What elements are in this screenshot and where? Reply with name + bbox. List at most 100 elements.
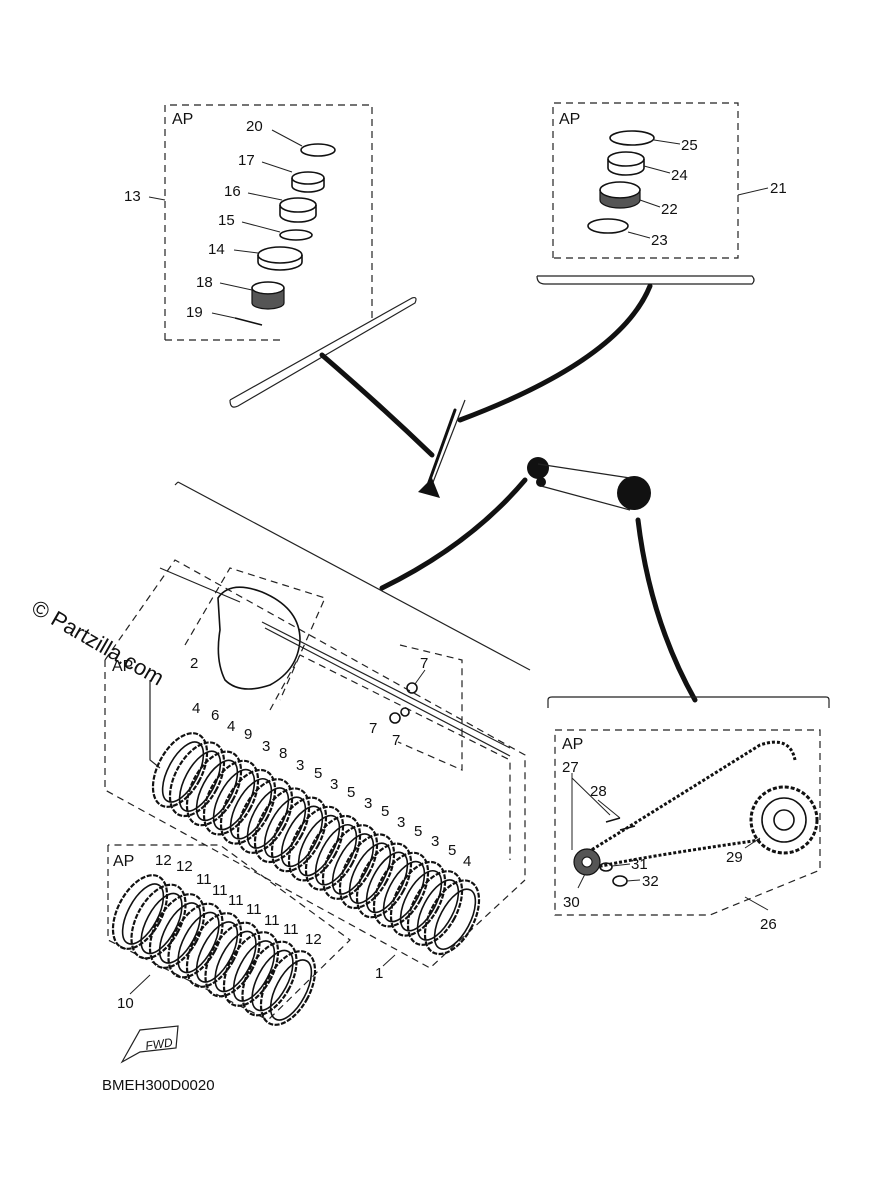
part-27-chain bbox=[574, 740, 797, 862]
friction-plate-7 bbox=[222, 931, 280, 1007]
callout-21: 21 bbox=[770, 180, 787, 197]
fwd-arrow: FWD bbox=[120, 1025, 179, 1064]
callout-11c: 11 bbox=[228, 892, 244, 909]
clutch-plate-inner-12 bbox=[348, 842, 392, 904]
clutch-plate-inner-15 bbox=[399, 870, 443, 932]
clutch-plate-inner-16 bbox=[416, 879, 460, 941]
friction-plate-inner-8 bbox=[251, 949, 294, 1012]
kit-box-26: AP 27 28 29 30 31 32 26 bbox=[547, 696, 830, 933]
clutch-plate-inner-9 bbox=[297, 814, 341, 877]
friction-plate-6 bbox=[204, 921, 261, 998]
callout-27: 27 bbox=[562, 759, 579, 776]
callout-23: 23 bbox=[651, 232, 668, 249]
callout-3d: 3 bbox=[364, 795, 372, 812]
callout-4b: 4 bbox=[227, 718, 235, 735]
friction-plate-4 bbox=[167, 902, 224, 979]
callout-3e: 3 bbox=[397, 814, 405, 831]
clutch-plate-13 bbox=[355, 842, 413, 919]
callout-5e: 5 bbox=[448, 842, 456, 859]
clutch-plate-3 bbox=[185, 750, 243, 827]
clutch-plate-inner-10 bbox=[314, 824, 358, 886]
callout-15: 15 bbox=[218, 212, 235, 229]
clutch-plate-16 bbox=[406, 870, 464, 946]
part-32-nut bbox=[612, 875, 628, 887]
clutch-plate-inner-13 bbox=[365, 851, 409, 914]
clutch-plate-6 bbox=[236, 778, 294, 854]
part-24-collar bbox=[607, 151, 645, 167]
callout-10: 10 bbox=[117, 995, 134, 1012]
callout-30: 30 bbox=[563, 894, 580, 911]
clutch-plate-2 bbox=[168, 741, 226, 818]
friction-plate-2 bbox=[130, 883, 187, 960]
friction-plate-1 bbox=[111, 874, 169, 950]
friction-plate-9 bbox=[259, 950, 317, 1026]
clutch-plate-14 bbox=[372, 851, 430, 928]
watermark: © Partzilla.com bbox=[28, 595, 169, 691]
part-29-rear-sprocket bbox=[749, 785, 819, 855]
callout-19: 19 bbox=[186, 304, 203, 321]
callout-25: 25 bbox=[681, 137, 698, 154]
clutch-plate-stack bbox=[151, 732, 481, 956]
callout-11e: 11 bbox=[264, 912, 280, 929]
kit-box-21: AP 25 24 22 23 21 bbox=[552, 102, 787, 259]
callout-14: 14 bbox=[208, 241, 225, 258]
callout-18: 18 bbox=[196, 274, 213, 291]
clutch-plate-11 bbox=[321, 824, 379, 900]
part-14-race bbox=[257, 246, 303, 264]
clutch-plate-8 bbox=[270, 796, 328, 873]
clutch-plate-inner-4 bbox=[212, 768, 256, 831]
callout-7a: 7 bbox=[420, 655, 428, 672]
clutch-plate-inner-14 bbox=[382, 860, 426, 923]
part-2-gasket bbox=[217, 586, 301, 690]
clutch-plate-inner-11 bbox=[331, 833, 375, 895]
friction-plate-inner-9 bbox=[269, 959, 313, 1021]
callout-13: 13 bbox=[124, 188, 141, 205]
clutch-plate-inner-2 bbox=[178, 750, 222, 812]
clutch-plate-inner-1 bbox=[161, 741, 205, 803]
callout-6: 6 bbox=[211, 707, 219, 724]
callout-20: 20 bbox=[246, 118, 263, 135]
callout-11b: 11 bbox=[212, 882, 228, 899]
kit-box-1-ap-label: AP bbox=[112, 658, 133, 675]
callout-31: 31 bbox=[631, 856, 648, 873]
callout-3a: 3 bbox=[262, 738, 270, 755]
clutch-plate-12 bbox=[338, 833, 396, 910]
callout-11d: 11 bbox=[246, 901, 262, 918]
pivot-large-circle bbox=[617, 476, 651, 510]
clutch-plate-1 bbox=[151, 732, 209, 808]
clutch-plate-4 bbox=[202, 759, 260, 836]
kit-box-21-ap-label: AP bbox=[559, 111, 580, 128]
callout-29: 29 bbox=[726, 849, 743, 866]
part-7-ball-a bbox=[406, 682, 418, 694]
callout-4c: 4 bbox=[463, 853, 471, 870]
callout-3f: 3 bbox=[431, 833, 439, 850]
callout-9: 9 bbox=[244, 726, 252, 743]
callout-5a: 5 bbox=[314, 765, 322, 782]
callout-26: 26 bbox=[760, 916, 777, 933]
clutch-plate-5 bbox=[219, 768, 277, 845]
clutch-plate-inner-3 bbox=[195, 759, 239, 822]
callout-1: 1 bbox=[375, 965, 383, 982]
connector-lines bbox=[174, 275, 755, 703]
callout-2: 2 bbox=[190, 655, 198, 672]
part-28-master-link bbox=[605, 817, 636, 831]
callout-5c: 5 bbox=[381, 803, 389, 820]
clutch-plate-9 bbox=[287, 805, 345, 882]
friction-plate-5 bbox=[185, 912, 243, 988]
callout-22: 22 bbox=[661, 201, 678, 218]
kit-box-26-ap-label: AP bbox=[562, 736, 583, 753]
part-23-race bbox=[587, 218, 629, 234]
pivot-small-circle bbox=[527, 457, 549, 479]
callout-7c: 7 bbox=[392, 732, 400, 749]
clutch-plate-inner-6 bbox=[246, 787, 290, 849]
part-17-collar bbox=[291, 171, 325, 185]
callout-11f: 11 bbox=[283, 921, 299, 938]
kit-box-10-ap-label: AP bbox=[113, 853, 134, 870]
clutch-plate-7 bbox=[253, 787, 311, 864]
callout-4a: 4 bbox=[192, 700, 200, 717]
kit-box-10: AP 12 12 11 11 11 11 11 11 12 10 bbox=[107, 844, 351, 1026]
part-19-pin bbox=[234, 317, 263, 326]
callout-5b: 5 bbox=[347, 784, 355, 801]
callout-3b: 3 bbox=[296, 757, 304, 774]
